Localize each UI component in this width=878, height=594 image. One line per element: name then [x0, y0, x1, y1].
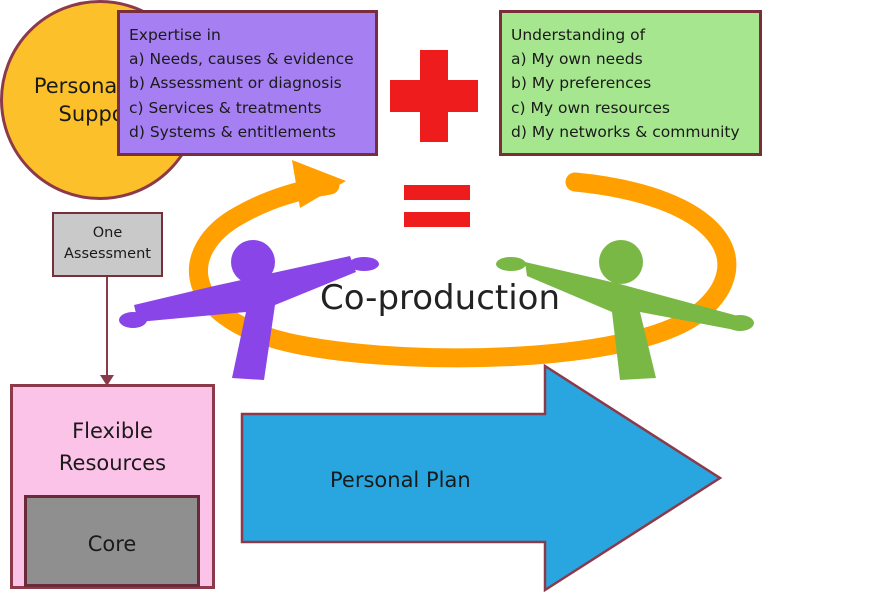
one-assessment-box: One Assessment	[52, 212, 163, 277]
understanding-box: Understanding of a) My own needs b) My p…	[499, 10, 762, 156]
one-assessment-line1: One	[92, 225, 123, 241]
person-figure	[496, 240, 754, 380]
coproduction-loop-arrow	[188, 172, 737, 368]
coproduction-loop-arrowhead	[292, 160, 346, 208]
professional-figure	[119, 240, 379, 380]
understanding-title: Understanding of	[511, 26, 646, 44]
plus-sign-icon	[390, 50, 478, 142]
flexible-resources-label: Flexible Resources	[13, 415, 212, 479]
assessment-connector-arrowhead	[100, 375, 114, 386]
one-assessment-line2: Assessment	[64, 246, 151, 262]
flexible-resources-line2: Resources	[58, 451, 167, 475]
flexible-resources-box: Flexible Resources Core	[10, 384, 215, 589]
understanding-item: a) My own needs	[511, 50, 643, 69]
equals-sign-icon	[404, 185, 470, 227]
personal-plan-label: Personal Plan	[330, 468, 471, 492]
core-box: Core	[24, 495, 200, 587]
flexible-resources-line1: Flexible	[72, 419, 153, 443]
understanding-item: b) My preferences	[511, 74, 652, 93]
expertise-item: a) Needs, causes & evidence	[129, 50, 354, 69]
expertise-item: b) Assessment or diagnosis	[129, 74, 342, 93]
expertise-box: Expertise in a) Needs, causes & evidence…	[117, 10, 378, 156]
expertise-item: c) Services & treatments	[129, 98, 322, 117]
personal-plan-arrow	[240, 363, 723, 593]
understanding-item: d) My networks & community	[511, 122, 740, 141]
expertise-item: d) Systems & entitlements	[129, 122, 336, 141]
understanding-item: c) My own resources	[511, 98, 670, 117]
expertise-title: Expertise in	[129, 26, 221, 44]
coproduction-label: Co-production	[320, 278, 561, 318]
